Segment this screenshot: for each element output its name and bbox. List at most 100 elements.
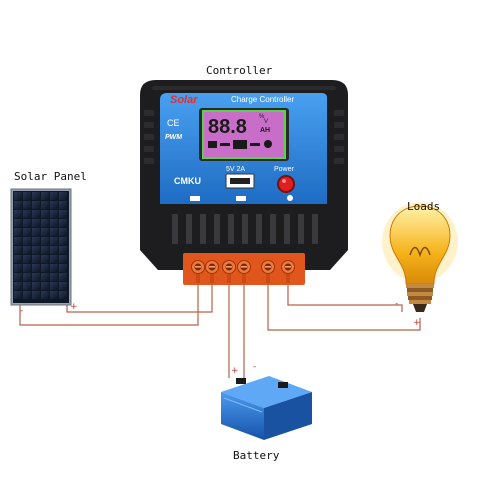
solar-cell [32, 273, 40, 281]
solar-cell [14, 219, 22, 227]
solar-cell [23, 273, 31, 281]
lcd-unit-ah: AH [260, 127, 270, 134]
solar-cell [14, 273, 22, 281]
terminal-screw[interactable] [222, 260, 236, 284]
solar-cell [32, 255, 40, 263]
solar-cell [50, 255, 58, 263]
wires [19, 282, 421, 378]
model-label: CMKU [174, 176, 201, 186]
brand-script: Solar [170, 94, 198, 106]
solar-cell [14, 237, 22, 245]
solar-panel-icon [10, 188, 72, 306]
solar-cell [50, 192, 58, 200]
solar-cell [50, 219, 58, 227]
solar-cell [41, 264, 49, 272]
solar-cell [14, 282, 22, 290]
solar-cell [32, 201, 40, 209]
lcd-digits: 88.8 [208, 116, 247, 138]
solar-cell [23, 237, 31, 245]
solar-cell [50, 210, 58, 218]
solar-cell [23, 192, 31, 200]
solar-cell [59, 273, 67, 281]
battery-plus-sign: + [231, 366, 239, 376]
solar-cell [14, 291, 22, 299]
loads-label: Loads [407, 200, 441, 213]
lcd-status-icons [208, 140, 272, 149]
solar-cell [59, 237, 67, 245]
solar-cell [14, 192, 22, 200]
vent-slots [172, 214, 318, 244]
solar-cell [50, 228, 58, 236]
solar-cell [32, 264, 40, 272]
terminal-screw[interactable] [191, 260, 205, 284]
solar-cell [50, 291, 58, 299]
solar-cell [23, 255, 31, 263]
solar-cell [41, 282, 49, 290]
solar-cell [41, 255, 49, 263]
usb-label: 5V 2A [226, 166, 245, 173]
solar-cell [41, 246, 49, 254]
lcd-unit-top: % [259, 114, 265, 120]
solar-panel-label: Solar Panel [14, 170, 87, 183]
terminal-screw[interactable] [205, 260, 219, 284]
solar-cell [23, 228, 31, 236]
solar-cell [41, 210, 49, 218]
solar-cell [59, 282, 67, 290]
solar-cell [23, 264, 31, 272]
solar-cell [59, 219, 67, 227]
bulb-icon [382, 202, 458, 312]
solar-cell [50, 246, 58, 254]
solar-wire-neg [19, 282, 199, 326]
solar-cell [23, 201, 31, 209]
solar-cell [41, 291, 49, 299]
usb-port-icon[interactable] [225, 173, 255, 189]
power-button-icon[interactable] [277, 175, 295, 193]
device-title: Charge Controller [231, 95, 294, 104]
terminal-screw[interactable] [261, 260, 275, 284]
solar-cell [23, 210, 31, 218]
solar-cell [59, 192, 67, 200]
lcd-unit-v: V [264, 119, 268, 125]
solar-cell [32, 192, 40, 200]
battery-label: Battery [233, 449, 280, 462]
ce-mark: CE [167, 118, 180, 128]
battery-icon [221, 376, 312, 440]
solar-cell [59, 246, 67, 254]
solar-cell [14, 201, 22, 209]
solar-cell [41, 219, 49, 227]
solar-cell [32, 219, 40, 227]
solar-cell [23, 282, 31, 290]
solar-cell [50, 201, 58, 209]
solar-cell [41, 201, 49, 209]
terminal-screw[interactable] [281, 260, 295, 284]
panel-icon-strip [190, 195, 293, 201]
solar-cell [14, 246, 22, 254]
solar-cell [50, 237, 58, 245]
solar-cell [50, 273, 58, 281]
terminal-screw[interactable] [237, 260, 251, 284]
solar-cell [23, 246, 31, 254]
charge-controller: Solar Charge Controller CE PWM 88.8 % V … [140, 80, 348, 285]
controller-label: Controller [206, 64, 273, 77]
load-wire-neg [287, 282, 403, 312]
solar-wire-pos [66, 282, 213, 313]
solar-cell [50, 264, 58, 272]
solar-cell [32, 228, 40, 236]
solar-plus-sign: + [70, 302, 78, 312]
solar-cell [59, 291, 67, 299]
solar-cell [59, 255, 67, 263]
solar-cell [59, 210, 67, 218]
solar-cell [41, 237, 49, 245]
load-wire-pos [267, 282, 421, 331]
battery-minus-sign: - [253, 362, 257, 372]
solar-cell [41, 192, 49, 200]
solar-cell [50, 282, 58, 290]
solar-cell [59, 228, 67, 236]
solar-cell [41, 273, 49, 281]
solar-cell [32, 291, 40, 299]
solar-cell [59, 201, 67, 209]
solar-cell [41, 228, 49, 236]
lcd-screen [202, 110, 286, 159]
